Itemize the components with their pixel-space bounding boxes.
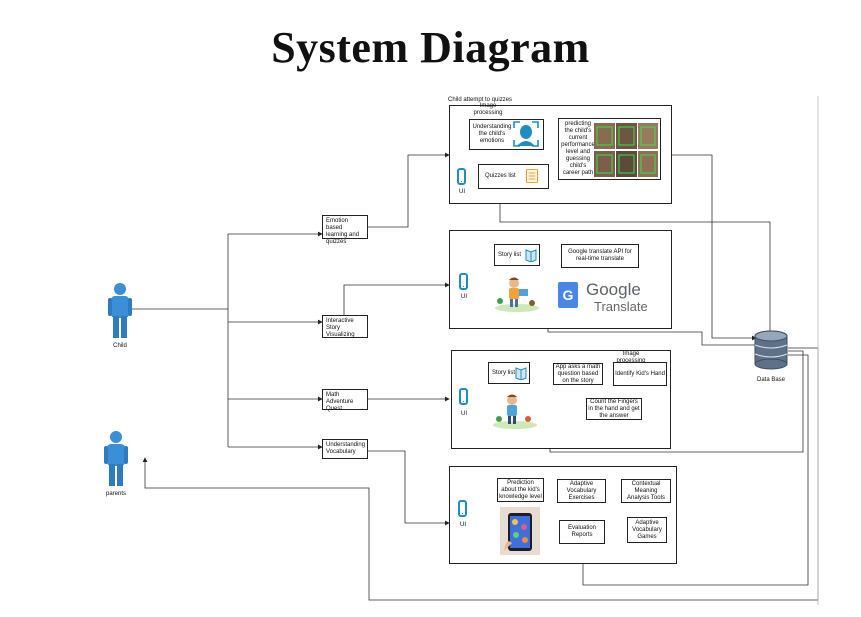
parents-person-icon — [104, 431, 128, 486]
book-icon — [525, 249, 537, 262]
feature-math-adventure: Math Adventure Quest — [322, 389, 368, 412]
face-recognition-icon — [513, 121, 539, 147]
adaptive-exercises-box: Adaptive Vocabulary Exercises — [557, 479, 606, 503]
google-translate-icon: G — [558, 282, 578, 308]
emotion-faces-image — [594, 123, 658, 177]
phone-icon — [459, 388, 468, 405]
contextual-meaning-box: Contextual Meaning Analysis Tools — [621, 479, 671, 503]
image-processing-label: Image processing — [473, 103, 503, 116]
adaptive-games-box: Adaptive Vocabulary Games — [627, 517, 667, 543]
feature-emotion-learning: Emotion based learning and quizzes — [322, 215, 368, 245]
ui-label: UI — [459, 189, 465, 195]
emotion-panel-caption: Child attempt to quizzes — [448, 97, 513, 103]
evaluation-reports-box: Evaluation Reports — [559, 520, 605, 544]
parents-label: parents — [105, 491, 126, 497]
child-math-illustration — [493, 394, 537, 429]
phone-app-image — [500, 507, 540, 555]
count-fingers-box: Count the Fingers in the hand and get th… — [586, 398, 642, 420]
understanding-emotions-box: Understanding the child's emotions — [469, 119, 544, 150]
child-person-icon — [108, 283, 132, 338]
translate-logo-text: Translate — [594, 299, 648, 314]
phone-icon — [458, 500, 467, 517]
math-image-processing-label: Image processing — [616, 351, 646, 364]
database-label: Data Base — [756, 377, 786, 383]
quizzes-list-box: Quizzes list — [478, 164, 549, 189]
phone-icon — [457, 168, 466, 185]
knowledge-prediction-box: Prediction about the kid's knowledge lev… — [497, 478, 544, 502]
identify-hand-box: Identify Kid's Hand — [613, 362, 667, 386]
book-icon — [515, 367, 527, 380]
google-logo-text: Google — [586, 280, 641, 299]
ui-label: UI — [460, 522, 466, 528]
svg-text:G: G — [563, 287, 574, 303]
checklist-icon — [526, 169, 538, 183]
ui-label: UI — [461, 294, 467, 300]
phone-icon — [459, 273, 468, 290]
database-icon — [754, 330, 788, 370]
child-label: Child — [113, 343, 127, 349]
page-title: System Diagram — [271, 23, 590, 72]
feature-understanding-vocabulary: Understanding Vocabulary — [322, 439, 368, 459]
google-translate-api-box: Google translate API for real-time trans… — [561, 244, 639, 268]
ui-label: UI — [461, 411, 467, 417]
math-question-box: App asks a math question based on the st… — [553, 363, 603, 385]
feature-interactive-story: Interactive Story Visualizing — [322, 315, 368, 338]
child-reading-illustration — [495, 277, 539, 312]
